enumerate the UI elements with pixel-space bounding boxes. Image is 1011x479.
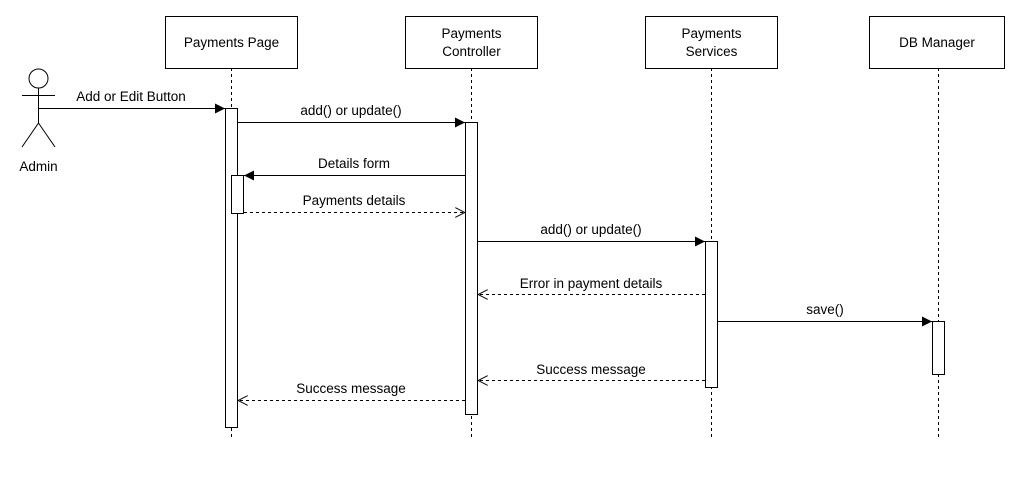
actor-label-admin: Admin xyxy=(19,159,57,174)
participant-label-services-line2: Services xyxy=(686,44,738,59)
activation-bar-db xyxy=(932,321,945,375)
participant-box-controller xyxy=(405,16,538,69)
participant-label-db: DB Manager xyxy=(899,35,975,50)
activation-bar-page-nested xyxy=(231,175,244,214)
participant-box-page xyxy=(165,16,298,69)
participant-label-controller-line1: Payments xyxy=(441,26,501,41)
participant-box-db xyxy=(869,16,1005,69)
message-label-add-update-2: add() or update() xyxy=(540,222,641,237)
activation-bar-page xyxy=(225,108,238,428)
activation-bar-controller xyxy=(465,122,478,415)
participant-label-controller-line2: Controller xyxy=(442,44,501,59)
participant-box-services xyxy=(645,16,778,69)
message-label-add-update-1: add() or update() xyxy=(300,103,401,118)
message-label-success-2: Success message xyxy=(296,381,406,396)
activation-bar-services xyxy=(705,241,718,388)
message-label-save: save() xyxy=(806,302,844,317)
message-label-error: Error in payment details xyxy=(520,276,663,291)
participant-label-services-line1: Payments xyxy=(681,26,741,41)
participant-label-page: Payments Page xyxy=(184,35,279,50)
message-label-success-1: Success message xyxy=(536,362,646,377)
admin-actor-icon xyxy=(21,68,56,148)
message-label-add-or-edit: Add or Edit Button xyxy=(76,89,186,104)
message-label-details-form: Details form xyxy=(318,156,390,171)
message-label-payments-details: Payments details xyxy=(303,193,406,208)
